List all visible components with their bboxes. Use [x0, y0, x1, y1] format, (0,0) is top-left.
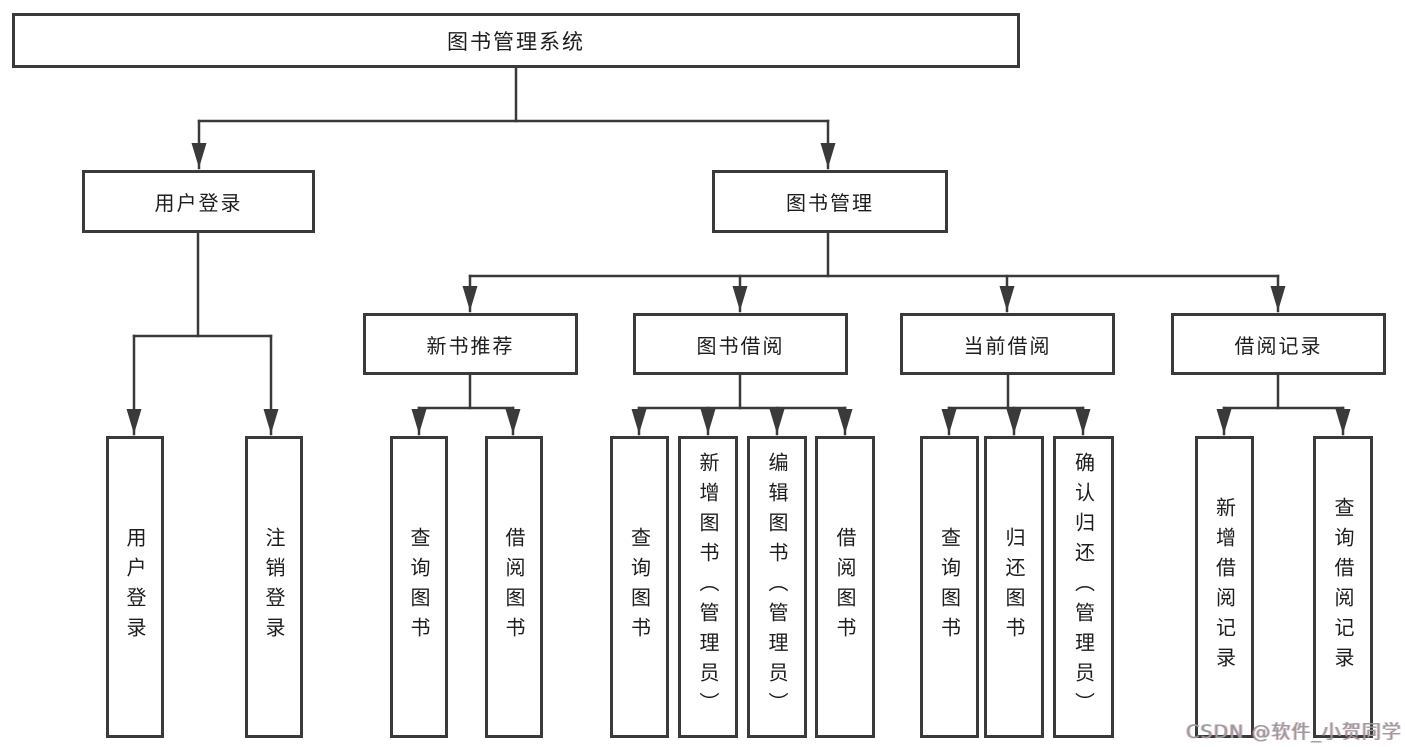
csdn-watermark: CSDN @软件_小贺同学 [1186, 721, 1402, 743]
leaf-borrow-books: 借阅图书 [485, 436, 543, 738]
node-current-borrow: 当前借阅 [900, 313, 1115, 375]
leaf-add-borrow-record: 新增借阅记录 [1195, 436, 1254, 738]
leaf-return-books: 归还图书 [984, 436, 1044, 738]
node-new-book-recommend: 新书推荐 [363, 313, 578, 375]
node-book-borrow: 图书借阅 [633, 313, 848, 375]
node-book-management: 图书管理 [712, 170, 948, 233]
node-user-login: 用户登录 [82, 170, 315, 233]
leaf-borrow-books: 借阅图书 [815, 436, 875, 738]
leaf-user-login: 用户登录 [106, 436, 164, 738]
leaf-query-books: 查询图书 [610, 436, 669, 738]
node-library-system: 图书管理系统 [12, 13, 1020, 68]
leaf-add-books-admin: 新增图书（管理员） [678, 436, 738, 738]
leaf-confirm-return-admin: 确认归还（管理员） [1053, 436, 1114, 738]
leaf-edit-books-admin: 编辑图书（管理员） [747, 436, 807, 738]
node-borrow-records: 借阅记录 [1171, 313, 1386, 375]
leaf-logout: 注销登录 [245, 436, 303, 738]
leaf-query-books: 查询图书 [390, 436, 448, 738]
leaf-query-borrow-record: 查询借阅记录 [1313, 436, 1373, 738]
leaf-query-books: 查询图书 [920, 436, 979, 738]
